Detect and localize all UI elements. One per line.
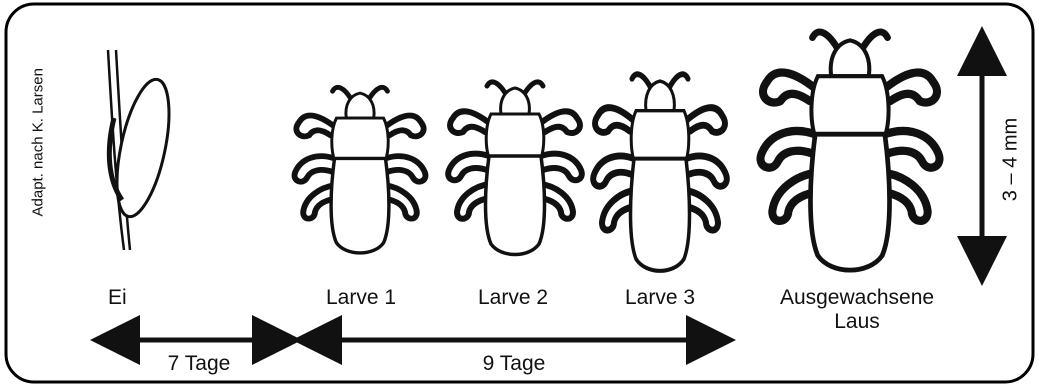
egg-illustration — [107, 50, 179, 250]
stage-label-egg: Ei — [108, 286, 127, 310]
size-label: 3 – 4 mm — [1000, 115, 1023, 205]
stage-label-adult-line2: Laus — [780, 310, 934, 334]
stage-label-larva-3: Larve 3 — [625, 286, 695, 310]
larva-3-illustration — [593, 74, 727, 271]
stage-label-adult-line1: Ausgewachsene — [780, 286, 934, 310]
adult-louse-illustration — [760, 32, 939, 270]
larva-1-illustration — [295, 87, 426, 253]
credit-text: Adapt. nach K. Larsen — [30, 37, 47, 217]
larva-2-illustration — [448, 82, 582, 255]
duration-label-larvae: 9 Tage — [483, 352, 546, 376]
stage-label-adult: Ausgewachsene Laus — [780, 286, 934, 334]
duration-label-egg: 7 Tage — [168, 352, 231, 376]
stage-label-larva-2: Larve 2 — [478, 286, 548, 310]
stage-label-larva-1: Larve 1 — [326, 286, 396, 310]
